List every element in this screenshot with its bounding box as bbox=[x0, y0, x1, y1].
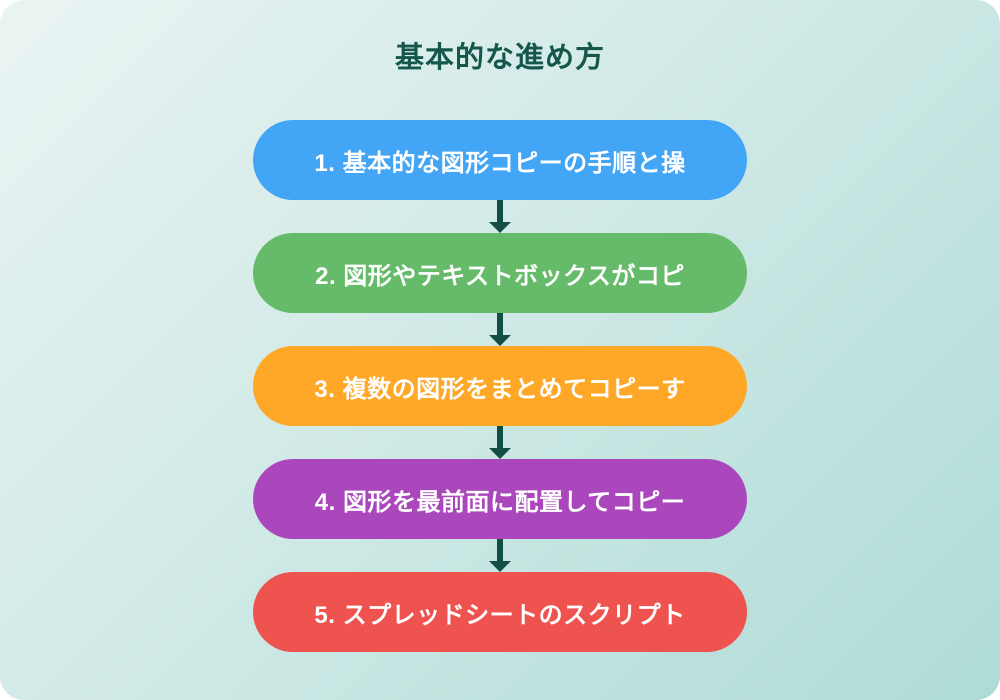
step-4-pill: 4. 図形を最前面に配置してコピー bbox=[253, 459, 747, 539]
step-4-label: 4. 図形を最前面に配置してコピー bbox=[314, 488, 686, 516]
down-arrow-icon bbox=[489, 539, 511, 572]
arrow-stem bbox=[497, 200, 503, 222]
step-1-label: 1. 基本的な図形コピーの手順と操 bbox=[314, 149, 686, 177]
step-2-label: 2. 図形やテキストボックスがコピ bbox=[315, 262, 685, 290]
step-5-pill: 5. スプレッドシートのスクリプト bbox=[253, 572, 747, 652]
step-5-label: 5. スプレッドシートのスクリプト bbox=[314, 601, 686, 629]
arrow-head bbox=[489, 448, 511, 459]
page-title: 基本的な進め方 bbox=[394, 42, 605, 74]
step-3-pill: 3. 複数の図形をまとめてコピーす bbox=[253, 346, 747, 426]
flow-chart: 1. 基本的な図形コピーの手順と操 2. 図形やテキストボックスがコピ 3. 複… bbox=[0, 120, 1000, 652]
down-arrow-icon bbox=[489, 313, 511, 346]
step-1-pill: 1. 基本的な図形コピーの手順と操 bbox=[253, 120, 747, 200]
arrow-stem bbox=[497, 313, 503, 335]
arrow-head bbox=[489, 222, 511, 233]
arrow-head bbox=[489, 561, 511, 572]
arrow-stem bbox=[497, 539, 503, 561]
down-arrow-icon bbox=[489, 200, 511, 233]
arrow-head bbox=[489, 335, 511, 346]
arrow-stem bbox=[497, 426, 503, 448]
step-3-label: 3. 複数の図形をまとめてコピーす bbox=[314, 375, 686, 403]
down-arrow-icon bbox=[489, 426, 511, 459]
step-2-pill: 2. 図形やテキストボックスがコピ bbox=[253, 233, 747, 313]
